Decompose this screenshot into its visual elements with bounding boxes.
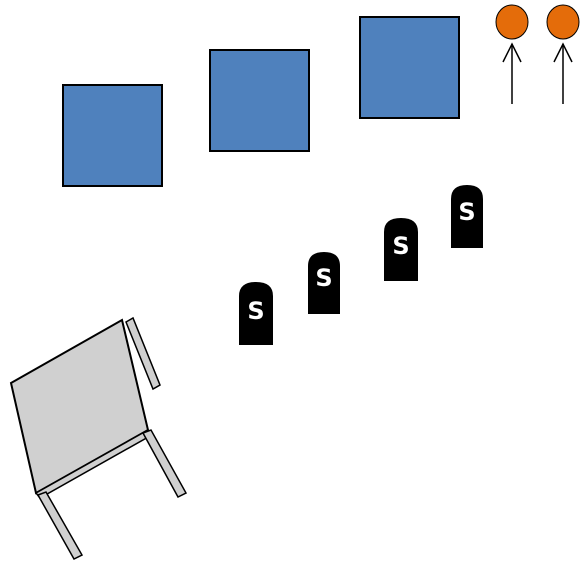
blue-square-1 <box>62 84 163 187</box>
orange-circle-icon <box>495 4 529 40</box>
orange-pin-1 <box>495 4 529 104</box>
s-marker: S <box>239 282 273 345</box>
s-marker: S <box>451 185 483 248</box>
table-top <box>9 318 150 495</box>
table-leg <box>141 429 188 498</box>
up-arrow-icon <box>502 42 522 104</box>
table-leg <box>125 316 161 391</box>
s-marker-label: S <box>315 264 332 292</box>
s-marker-label: S <box>247 297 264 325</box>
blue-squares <box>62 16 460 187</box>
up-arrow-icon <box>553 42 573 104</box>
table-icon <box>9 316 188 560</box>
orange-pin-2 <box>546 4 580 104</box>
table-leg <box>36 491 84 560</box>
blue-square-3 <box>359 16 460 119</box>
s-marker-label: S <box>392 232 409 260</box>
s-marker: S <box>308 252 340 314</box>
s-marker-label: S <box>458 198 475 226</box>
s-marker: S <box>384 218 418 281</box>
blue-square-2 <box>209 49 310 152</box>
orange-circle-icon <box>546 4 580 40</box>
